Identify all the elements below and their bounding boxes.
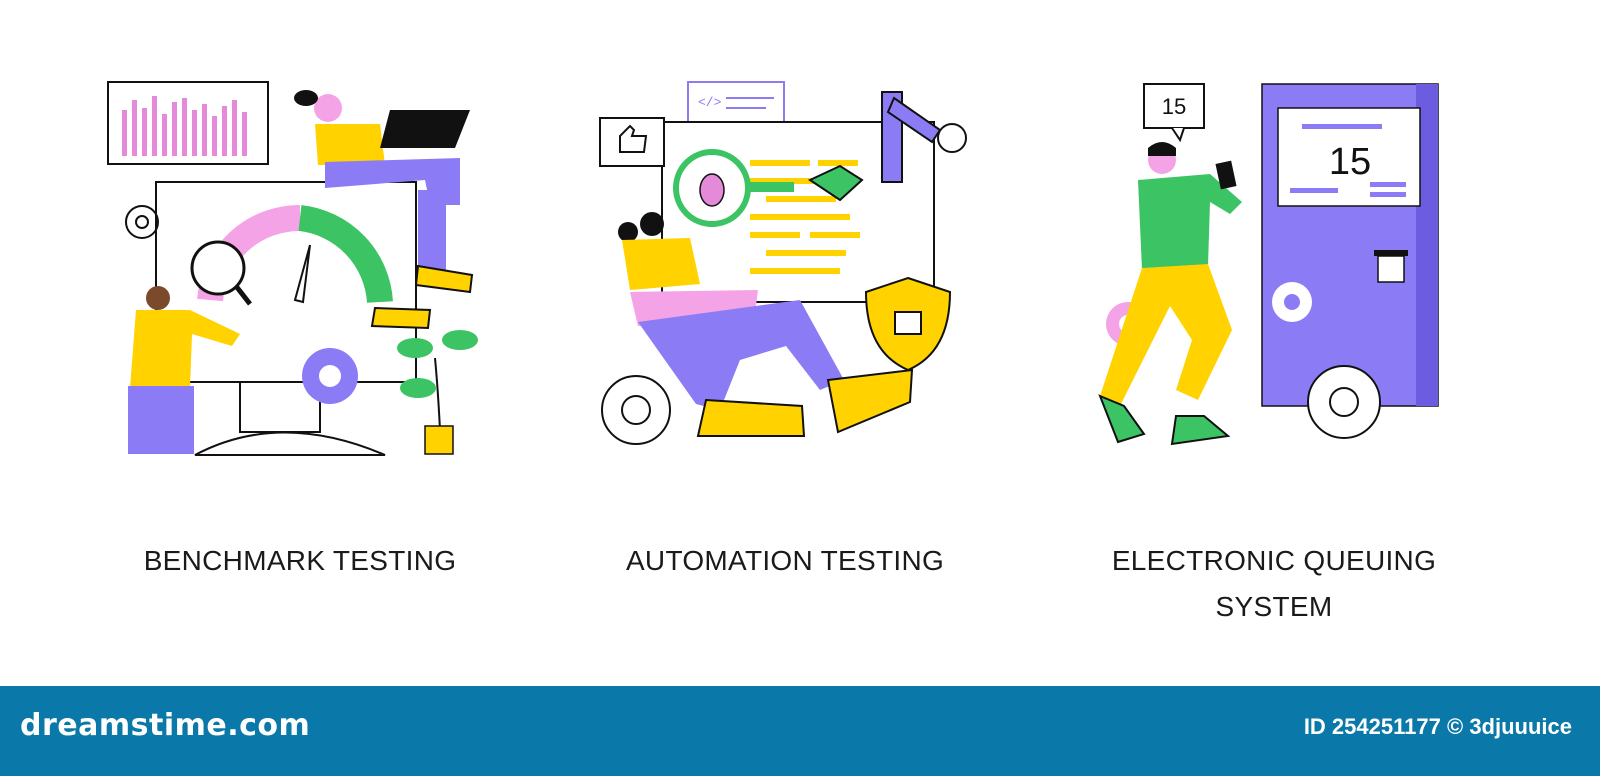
queuing-illustration: 15 15 — [1080, 70, 1480, 490]
image-id: ID 254251177 — [1303, 714, 1441, 739]
magnifier-icon — [190, 240, 246, 296]
dreamstime-logo[interactable]: dreamstime.com — [20, 708, 311, 743]
automation-illustration: </> — [590, 70, 990, 490]
plant-icon — [397, 330, 478, 455]
caption-benchmark-testing: BENCHMARK TESTING — [70, 538, 530, 584]
screen-number: 15 — [1329, 141, 1371, 183]
man-with-phone — [1098, 142, 1242, 446]
gear-icon — [125, 205, 159, 239]
woman-on-monitor — [294, 90, 474, 330]
copyright-icon: © — [1446, 714, 1464, 739]
security-shield-icon — [864, 276, 952, 372]
image-credit: ID 254251177 © 3djuuuice — [1304, 714, 1572, 740]
code-tag-card — [687, 81, 785, 129]
caption-line: BENCHMARK TESTING — [143, 545, 457, 576]
caption-automation-testing: AUTOMATION TESTING — [555, 538, 1015, 584]
author-name[interactable]: 3djuuuice — [1469, 714, 1572, 739]
gear-icon-purple — [302, 348, 358, 404]
caption-line: ELECTRONIC QUEUING — [1111, 545, 1437, 576]
benchmark-illustration — [100, 70, 500, 490]
footer-bar: dreamstime.com ID 254251177 © 3djuuuice — [0, 686, 1600, 776]
bar-chart-icon — [122, 96, 247, 156]
gear-icon — [1272, 282, 1312, 322]
bubble-number: 15 — [1162, 94, 1186, 119]
bug-magnifier-icon — [673, 149, 794, 227]
gear-icon — [601, 375, 671, 445]
phone-icon — [1215, 160, 1237, 190]
caption-line: AUTOMATION TESTING — [625, 545, 945, 576]
svg-text:</>: </> — [698, 95, 722, 110]
gear-icon — [1307, 365, 1381, 439]
woman-with-laptop — [618, 212, 914, 437]
ticket-slot-icon — [1374, 250, 1408, 283]
caption-line: SYSTEM — [1215, 591, 1333, 622]
code-lines — [750, 160, 860, 274]
queue-kiosk: 15 — [1261, 83, 1439, 439]
man-figure — [128, 286, 240, 454]
robot-arm-icon — [807, 91, 967, 202]
caption-electronic-queuing-system: ELECTRONIC QUEUING SYSTEM — [1044, 538, 1504, 630]
